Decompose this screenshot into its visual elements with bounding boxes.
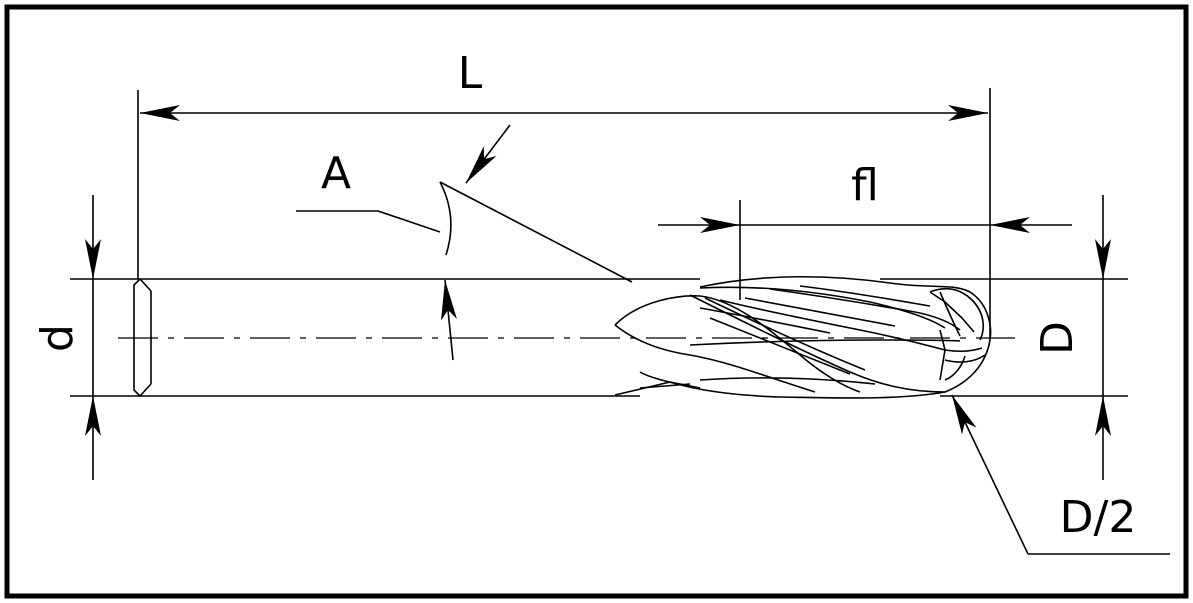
length-dimension xyxy=(137,88,991,338)
cutter-diameter-label: D xyxy=(1032,321,1083,355)
cutting-head xyxy=(614,275,992,399)
drawing-border xyxy=(4,4,1189,599)
length-label: L xyxy=(458,48,483,99)
ball-radius-label: D/2 xyxy=(1060,492,1137,543)
shank-diameter-label: d xyxy=(32,324,83,352)
angle-dimension xyxy=(296,124,633,361)
flute-length-label: fl xyxy=(851,160,879,211)
ball-radius-leader xyxy=(951,394,1170,555)
angle-label: A xyxy=(321,148,351,199)
flute-length-dimension xyxy=(658,200,1072,300)
